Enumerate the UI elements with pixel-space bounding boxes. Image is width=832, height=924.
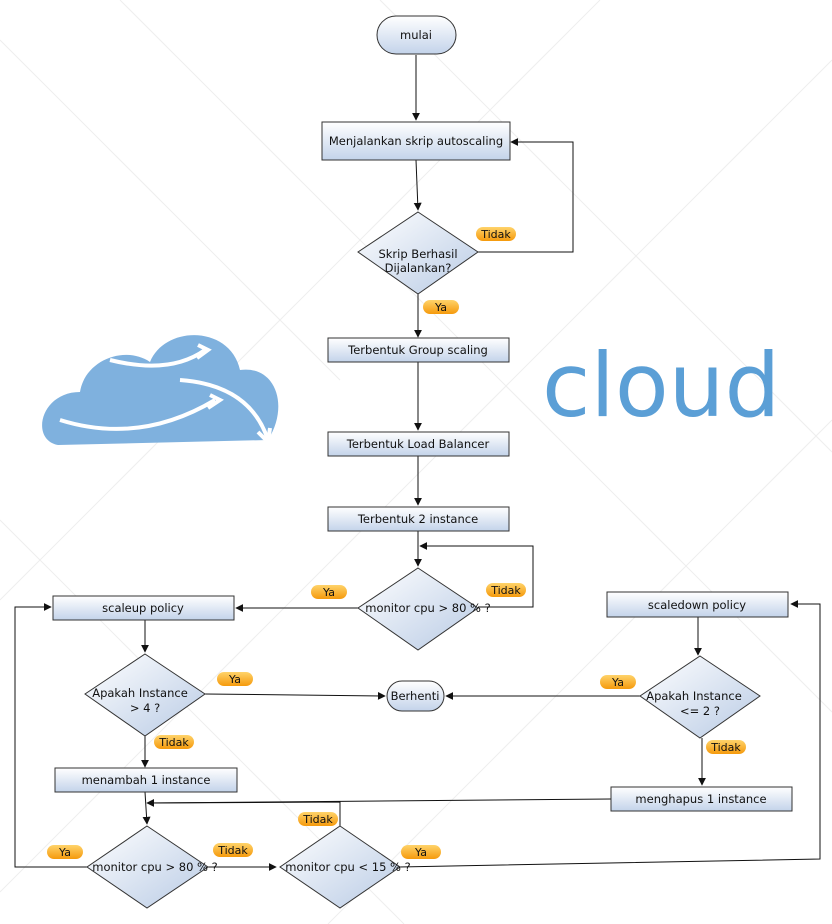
label-no-le2: Tidak [706, 740, 746, 754]
svg-text:Ya: Ya [58, 846, 71, 859]
svg-text:monitor cpu > 80 % ?: monitor cpu > 80 % ? [365, 601, 490, 615]
svg-text:Tidak: Tidak [710, 741, 741, 754]
svg-text:scaleup policy: scaleup policy [102, 601, 184, 615]
start-node: mulai [376, 15, 457, 55]
svg-text:Ya: Ya [414, 846, 427, 859]
label-yes-cpu-down: Ya [401, 845, 441, 859]
svg-text:Ya: Ya [434, 301, 447, 314]
svg-text:menambah 1 instance: menambah 1 instance [82, 773, 211, 787]
cpu-check-up-decision: monitor cpu > 80 % ? [86, 825, 218, 909]
scaledown-policy-process: scaledown policy [606, 591, 789, 618]
svg-text:Berhenti: Berhenti [391, 689, 440, 703]
instance-gt4-decision: Apakah Instance > 4 ? [84, 653, 206, 737]
instance-le2-decision: Apakah Instance <= 2 ? [639, 655, 761, 739]
group-scaling-process: Terbentuk Group scaling [327, 337, 510, 363]
svg-text:Tidak: Tidak [490, 584, 521, 597]
svg-text:mulai: mulai [400, 28, 432, 42]
svg-text:> 4 ?: > 4 ? [130, 701, 160, 715]
svg-text:<= 2 ?: <= 2 ? [680, 704, 720, 718]
svg-text:Tidak: Tidak [480, 228, 511, 241]
label-no-gt4: Tidak [154, 735, 194, 749]
label-yes-script: Ya [423, 300, 459, 314]
cloud-watermark-text: cloud [542, 334, 780, 437]
svg-text:Terbentuk 2 instance: Terbentuk 2 instance [357, 512, 478, 526]
add-instance-process: menambah 1 instance [54, 767, 238, 793]
svg-text:monitor cpu > 80 % ?: monitor cpu > 80 % ? [92, 860, 217, 874]
svg-text:Ya: Ya [322, 586, 335, 599]
svg-text:monitor cpu < 15 % ?: monitor cpu < 15 % ? [285, 860, 410, 874]
label-yes-gt4: Ya [217, 672, 253, 686]
run-script-process: Menjalankan skrip autoscaling [321, 121, 511, 161]
svg-text:Apakah Instance: Apakah Instance [92, 686, 188, 700]
svg-text:Dijalankan?: Dijalankan? [385, 261, 452, 275]
svg-text:Skrip Berhasil: Skrip Berhasil [378, 247, 457, 261]
svg-text:Terbentuk Load Balancer: Terbentuk Load Balancer [346, 437, 490, 451]
label-no-cpu-down: Tidak [298, 812, 338, 826]
scaleup-policy-process: scaleup policy [52, 595, 235, 621]
label-yes-cpu-main: Ya [311, 585, 347, 599]
svg-text:Apakah Instance: Apakah Instance [646, 689, 742, 703]
svg-text:scaledown policy: scaledown policy [648, 598, 746, 612]
label-yes-cpu-up: Ya [47, 845, 83, 859]
label-yes-le2: Ya [600, 675, 636, 689]
edges [14, 55, 821, 871]
stop-node: Berhenti [386, 680, 445, 712]
two-instance-process: Terbentuk 2 instance [327, 506, 510, 532]
svg-text:Ya: Ya [611, 676, 624, 689]
cpu-check-main-decision: monitor cpu > 80 % ? [357, 567, 491, 651]
script-ok-decision: Skrip Berhasil Dijalankan? [357, 211, 479, 295]
cloud-icon [42, 335, 279, 447]
remove-instance-process: menghapus 1 instance [610, 786, 793, 812]
svg-text:Ya: Ya [228, 673, 241, 686]
svg-text:Menjalankan skrip autoscaling: Menjalankan skrip autoscaling [329, 134, 503, 148]
svg-text:Terbentuk Group scaling: Terbentuk Group scaling [347, 343, 488, 357]
svg-text:Tidak: Tidak [158, 736, 189, 749]
label-no-cpu-main: Tidak [486, 583, 526, 597]
svg-text:menghapus 1 instance: menghapus 1 instance [635, 792, 766, 806]
label-no-script: Tidak [476, 227, 516, 241]
label-no-cpu-up: Tidak [213, 843, 253, 857]
load-balancer-process: Terbentuk Load Balancer [327, 431, 510, 457]
svg-text:Tidak: Tidak [302, 813, 333, 826]
cpu-check-down-decision: monitor cpu < 15 % ? [279, 825, 411, 909]
svg-text:Tidak: Tidak [217, 844, 248, 857]
